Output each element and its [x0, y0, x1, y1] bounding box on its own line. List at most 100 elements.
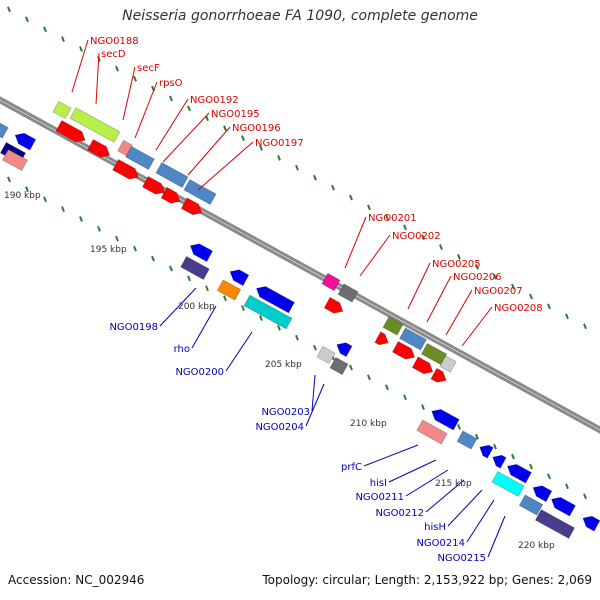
forward-gene-label: NGO0197: [255, 138, 304, 149]
reverse-gene-block: [518, 494, 544, 516]
forward-gene-label-leader: [162, 112, 210, 163]
inner-tick: [583, 493, 587, 500]
outer-tick: [421, 234, 425, 240]
outer-tick: [241, 135, 245, 141]
forward-gene-block: [183, 178, 217, 206]
inner-tick: [295, 334, 299, 341]
outer-tick: [493, 273, 497, 280]
inner-tick: [151, 255, 155, 262]
reverse-gene-block: [316, 345, 336, 365]
forward-gene-label-leader: [445, 289, 473, 336]
outer-tick: [385, 214, 389, 221]
forward-gene-label-leader: [426, 275, 452, 323]
forward-gene-label: NGO0208: [494, 303, 543, 314]
reverse-gene-label: NGO0212: [375, 508, 424, 519]
reverse-gene-block: [479, 444, 494, 459]
inner-tick: [79, 216, 83, 222]
outer-tick: [439, 244, 443, 250]
inner-tick: [241, 305, 245, 311]
forward-gene-label: secF: [137, 63, 160, 74]
outer-tick: [7, 6, 11, 13]
forward-gene-label: NGO0207: [474, 286, 523, 297]
kbp-scale-label: 210 kbp: [350, 419, 387, 429]
kbp-scale-label: 195 kbp: [90, 245, 127, 255]
inner-tick: [223, 295, 227, 302]
inner-tick: [511, 453, 515, 460]
outer-tick: [295, 164, 299, 171]
inner-tick: [421, 404, 425, 410]
forward-gene-label: NGO0206: [453, 272, 502, 283]
forward-gene-block: [160, 186, 181, 204]
forward-gene-block: [337, 283, 359, 303]
outer-tick: [61, 36, 65, 42]
forward-gene-block: [391, 340, 416, 360]
reverse-gene-label: NGO0211: [355, 492, 404, 503]
kbp-scale-label: 205 kbp: [265, 360, 302, 370]
reverse-gene-label: NGO0200: [175, 367, 224, 378]
forward-gene-label-leader: [344, 216, 367, 269]
forward-gene-block: [180, 197, 203, 216]
reverse-gene-label-leader: [191, 305, 217, 349]
reverse-gene-block: [491, 470, 525, 498]
forward-gene-label: secD: [101, 49, 126, 60]
inner-tick: [43, 196, 47, 203]
reverse-gene-block: [229, 269, 250, 287]
forward-gene-block: [86, 138, 111, 158]
reverse-gene-block: [255, 286, 295, 314]
forward-gene-label: NGO0205: [432, 259, 481, 270]
reverse-gene-block: [456, 430, 478, 450]
inner-tick: [403, 394, 407, 401]
outer-tick: [313, 174, 317, 181]
forward-gene-label: rpsO: [159, 78, 183, 89]
outer-tick: [43, 26, 47, 33]
reverse-gene-block: [180, 255, 210, 281]
forward-gene-block: [155, 161, 189, 189]
reverse-gene-label-leader: [305, 383, 325, 427]
outer-tick: [367, 204, 371, 211]
backbone-inner: [0, 100, 600, 434]
forward-gene-label-leader: [461, 306, 493, 347]
inner-tick: [187, 275, 191, 282]
inner-tick: [457, 424, 461, 430]
outer-tick: [133, 75, 137, 82]
forward-gene-label-leader: [122, 66, 136, 121]
forward-gene-block: [411, 356, 434, 375]
reverse-gene-block: [582, 515, 600, 532]
inner-tick: [277, 325, 281, 331]
reverse-gene-label-leader: [425, 479, 465, 513]
reverse-gene-block: [0, 121, 9, 139]
inner-tick: [169, 265, 173, 272]
outer-tick: [529, 293, 533, 300]
reverse-gene-block: [189, 243, 214, 263]
reverse-gene-label-leader: [388, 459, 437, 483]
forward-gene-block: [382, 316, 404, 336]
forward-gene-label: NGO0196: [232, 123, 281, 134]
inner-tick: [367, 374, 371, 381]
forward-gene-block: [439, 355, 457, 373]
forward-gene-label: NGO0188: [90, 36, 139, 47]
reverse-gene-block: [506, 463, 532, 484]
outer-tick: [511, 283, 515, 290]
reverse-gene-block: [431, 408, 460, 431]
genome-stats-label: Topology: circular; Length: 2,153,922 bp…: [262, 573, 592, 587]
inner-tick: [205, 285, 209, 292]
map-title: Neisseria gonorrhoeae FA 1090, complete …: [122, 8, 478, 24]
outer-tick: [223, 125, 227, 132]
reverse-gene-label: NGO0198: [109, 322, 158, 333]
reverse-gene-label-leader: [405, 469, 449, 497]
inner-tick: [115, 235, 119, 242]
forward-gene-block: [52, 100, 72, 120]
reverse-gene-label-leader: [466, 499, 495, 543]
forward-gene-label-leader: [187, 126, 231, 176]
forward-gene-block: [399, 327, 427, 351]
reverse-gene-block: [14, 132, 37, 151]
reverse-gene-label: NGO0215: [437, 553, 486, 564]
inner-tick: [349, 364, 353, 371]
reverse-gene-label: NGO0203: [261, 407, 310, 418]
outer-tick: [259, 145, 263, 151]
outer-tick: [187, 105, 191, 112]
forward-gene-label-leader: [134, 81, 158, 139]
forward-gene-block: [69, 107, 121, 143]
